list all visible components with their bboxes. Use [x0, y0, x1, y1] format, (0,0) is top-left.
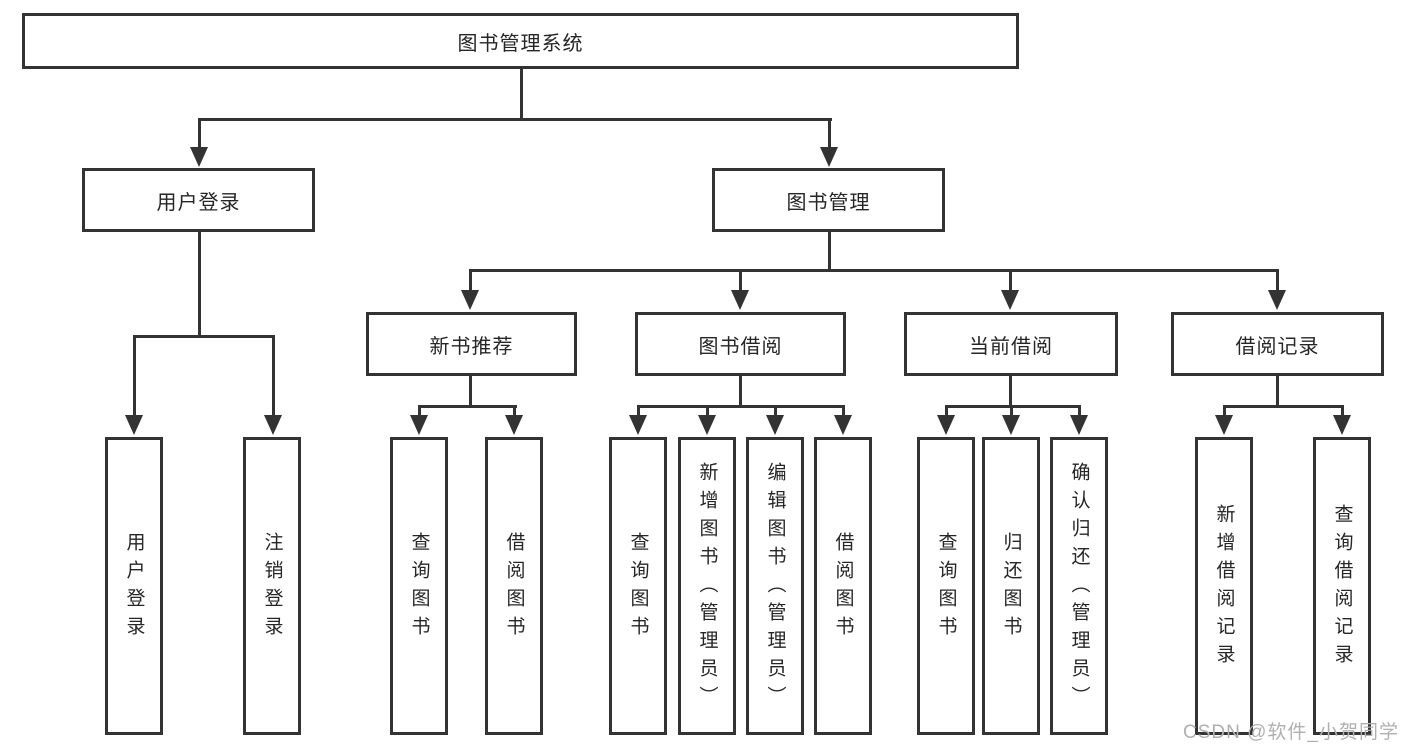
- connector-line: [520, 69, 523, 120]
- connector-line: [198, 232, 201, 335]
- connector-line: [828, 232, 831, 271]
- connector-line: [706, 405, 709, 417]
- arrowhead-icon: [629, 415, 647, 435]
- node-current-borrowing: 当前借阅: [904, 312, 1118, 376]
- connector-line: [1341, 405, 1344, 417]
- arrowhead-icon: [820, 147, 838, 167]
- connector-line: [945, 405, 948, 417]
- arrowhead-icon: [937, 415, 955, 435]
- arrowhead-icon: [461, 290, 479, 310]
- connector-line: [1223, 405, 1226, 417]
- node-borrowing-records: 借阅记录: [1171, 312, 1384, 376]
- arrowhead-icon: [1268, 290, 1286, 310]
- connector-line: [133, 335, 136, 417]
- arrowhead-icon: [834, 415, 852, 435]
- leaf-query-borrow-record: 查询借阅记录: [1313, 437, 1371, 735]
- connector-line: [637, 405, 845, 408]
- connector-line: [1276, 376, 1279, 407]
- arrowhead-icon: [410, 415, 428, 435]
- leaf-confirm-return-admin: 确认归还（管理员）: [1050, 437, 1108, 735]
- arrowhead-icon: [766, 415, 784, 435]
- leaf-borrow-books: 借阅图书: [814, 437, 872, 735]
- connector-line: [469, 269, 1279, 272]
- connector-line: [198, 118, 201, 150]
- connector-line: [133, 335, 275, 338]
- node-book-management: 图书管理: [712, 168, 945, 232]
- leaf-borrow-books-recommend: 借阅图书: [485, 437, 543, 735]
- connector-line: [272, 335, 275, 417]
- leaf-add-borrow-record: 新增借阅记录: [1195, 437, 1253, 735]
- connector-line: [1223, 405, 1344, 408]
- arrowhead-icon: [1070, 415, 1088, 435]
- arrowhead-icon: [1001, 290, 1019, 310]
- node-book-borrowing: 图书借阅: [635, 312, 846, 376]
- connector-line: [1009, 269, 1012, 292]
- arrowhead-icon: [190, 147, 208, 167]
- connector-line: [774, 405, 777, 417]
- leaf-return-books: 归还图书: [982, 437, 1040, 735]
- node-user-login: 用户登录: [82, 168, 315, 232]
- connector-line: [828, 118, 831, 150]
- leaf-query-books-borrowing: 查询图书: [609, 437, 667, 735]
- arrowhead-icon: [1215, 415, 1233, 435]
- connector-line: [1009, 376, 1012, 407]
- connector-line: [1078, 405, 1081, 417]
- node-root-library-system: 图书管理系统: [22, 13, 1019, 69]
- connector-line: [945, 405, 1081, 408]
- leaf-logout: 注销登录: [243, 437, 301, 735]
- leaf-user-login: 用户登录: [105, 437, 163, 735]
- arrowhead-icon: [264, 415, 282, 435]
- connector-line: [469, 376, 472, 407]
- connector-line: [842, 405, 845, 417]
- leaf-add-books-admin: 新增图书（管理员）: [678, 437, 736, 735]
- arrowhead-icon: [125, 415, 143, 435]
- leaf-edit-books-admin: 编辑图书（管理员）: [746, 437, 804, 735]
- arrowhead-icon: [1002, 415, 1020, 435]
- arrowhead-icon: [731, 290, 749, 310]
- connector-line: [1276, 269, 1279, 292]
- arrowhead-icon: [698, 415, 716, 435]
- watermark-text: CSDN @软件_小贺同学: [1183, 722, 1399, 743]
- leaf-query-books-current: 查询图书: [917, 437, 975, 735]
- connector-line: [418, 405, 421, 417]
- connector-line: [198, 118, 832, 121]
- connector-line: [469, 269, 472, 292]
- connector-line: [739, 376, 742, 407]
- connector-line: [418, 405, 517, 408]
- connector-line: [1010, 405, 1013, 417]
- connector-line: [513, 405, 516, 417]
- arrowhead-icon: [505, 415, 523, 435]
- arrowhead-icon: [1333, 415, 1351, 435]
- connector-line: [739, 269, 742, 292]
- node-new-book-recommendation: 新书推荐: [366, 312, 577, 376]
- leaf-query-books-recommend: 查询图书: [390, 437, 448, 735]
- connector-line: [637, 405, 640, 417]
